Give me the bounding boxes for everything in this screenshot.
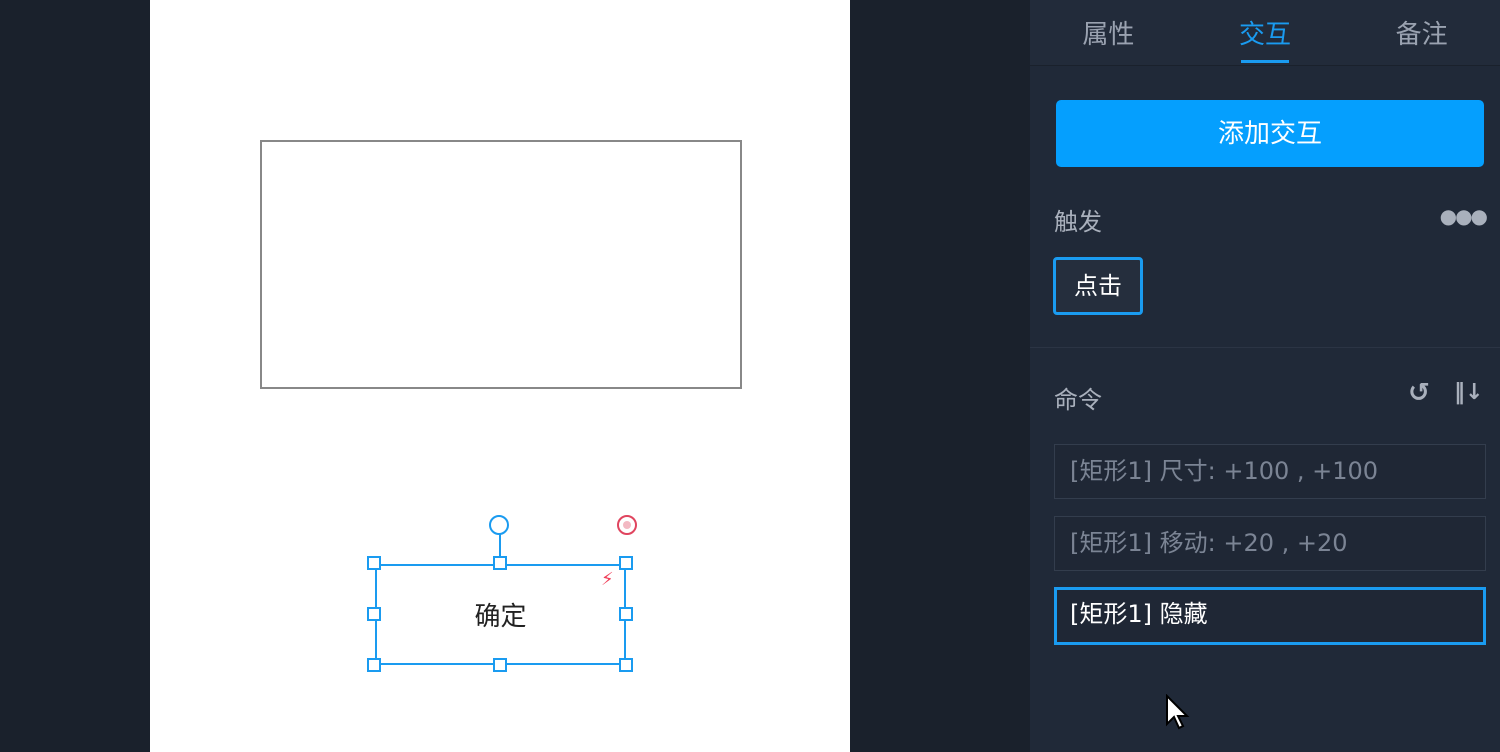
sort-icon[interactable]: ‖↓ bbox=[1454, 380, 1484, 405]
command-item[interactable]: [矩形1] 尺寸: +100 , +100 bbox=[1054, 444, 1486, 499]
command-item-selected[interactable]: [矩形1] 隐藏 bbox=[1054, 587, 1486, 645]
interaction-target-icon[interactable] bbox=[617, 515, 637, 535]
command-item[interactable]: [矩形1] 移动: +20 , +20 bbox=[1054, 516, 1486, 571]
button-text: 确定 bbox=[474, 602, 527, 632]
more-icon[interactable]: ●●● bbox=[1439, 204, 1488, 228]
rectangle-1[interactable] bbox=[260, 140, 742, 389]
resize-handle-w[interactable] bbox=[367, 607, 381, 621]
design-canvas[interactable]: 确定 ⚡ bbox=[150, 0, 850, 752]
resize-handle-n[interactable] bbox=[493, 556, 507, 570]
tab-properties[interactable]: 属性 bbox=[1082, 20, 1135, 50]
command-label: 命令 bbox=[1054, 386, 1102, 414]
lightning-icon: ⚡ bbox=[601, 569, 614, 590]
resize-handle-sw[interactable] bbox=[367, 658, 381, 672]
tab-notes[interactable]: 备注 bbox=[1395, 20, 1448, 50]
resize-handle-nw[interactable] bbox=[367, 556, 381, 570]
mouse-cursor-icon bbox=[1166, 694, 1190, 730]
undo-icon[interactable]: ↺ bbox=[1408, 378, 1430, 408]
resize-handle-s[interactable] bbox=[493, 658, 507, 672]
rotate-connector bbox=[499, 534, 501, 564]
selected-button-widget[interactable]: 确定 bbox=[375, 564, 626, 665]
tab-bar: 属性 交互 备注 bbox=[1030, 0, 1500, 66]
resize-handle-ne[interactable] bbox=[619, 556, 633, 570]
trigger-click[interactable]: 点击 bbox=[1053, 257, 1143, 315]
divider bbox=[1030, 347, 1500, 348]
trigger-label: 触发 bbox=[1054, 208, 1102, 236]
add-interaction-button[interactable]: 添加交互 bbox=[1056, 100, 1484, 167]
resize-handle-e[interactable] bbox=[619, 607, 633, 621]
inspector-panel: 属性 交互 备注 添加交互 触发 ●●● 点击 命令 ↺ ‖↓ [矩形1] 尺寸… bbox=[1030, 0, 1500, 752]
tab-interaction[interactable]: 交互 bbox=[1187, 0, 1344, 65]
rotate-handle[interactable] bbox=[489, 515, 509, 535]
resize-handle-se[interactable] bbox=[619, 658, 633, 672]
